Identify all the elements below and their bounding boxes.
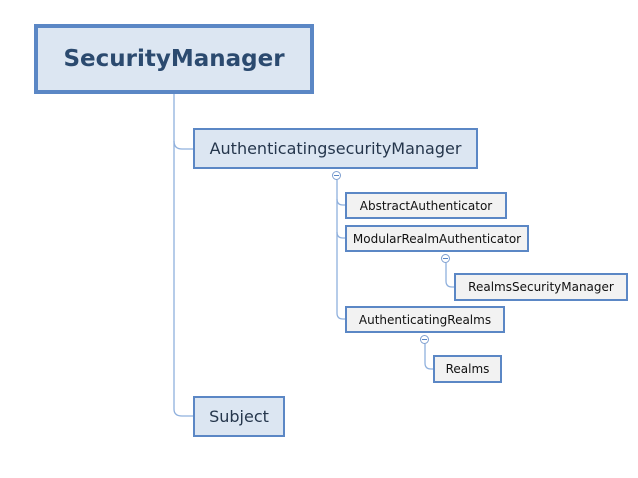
node-authenticating-security-manager[interactable]: AuthenticatingsecurityManager xyxy=(193,128,478,169)
node-security-manager[interactable]: SecurityManager xyxy=(34,24,314,94)
node-authenticating-realms[interactable]: AuthenticatingRealms xyxy=(345,306,505,333)
node-modular-realm-authenticator[interactable]: ModularRealmAuthenticator xyxy=(345,225,529,252)
node-abstract-authenticator[interactable]: AbstractAuthenticator xyxy=(345,192,507,219)
node-realms[interactable]: Realms xyxy=(433,355,502,383)
collapse-minus-icon[interactable] xyxy=(332,171,341,180)
connector-auth-to-abstract xyxy=(336,180,345,206)
node-subject[interactable]: Subject xyxy=(193,396,285,437)
connector-root-to-subject xyxy=(173,141,193,417)
collapse-minus-icon[interactable] xyxy=(441,254,450,263)
connector-authrealms-to-realms xyxy=(424,344,433,370)
connector-auth-to-authrealms xyxy=(336,232,345,320)
connector-modular-to-realmssec xyxy=(445,263,454,288)
collapse-minus-icon[interactable] xyxy=(420,335,429,344)
node-realms-security-manager[interactable]: RealmsSecurityManager xyxy=(454,273,628,301)
connector-root-to-auth xyxy=(173,94,193,150)
